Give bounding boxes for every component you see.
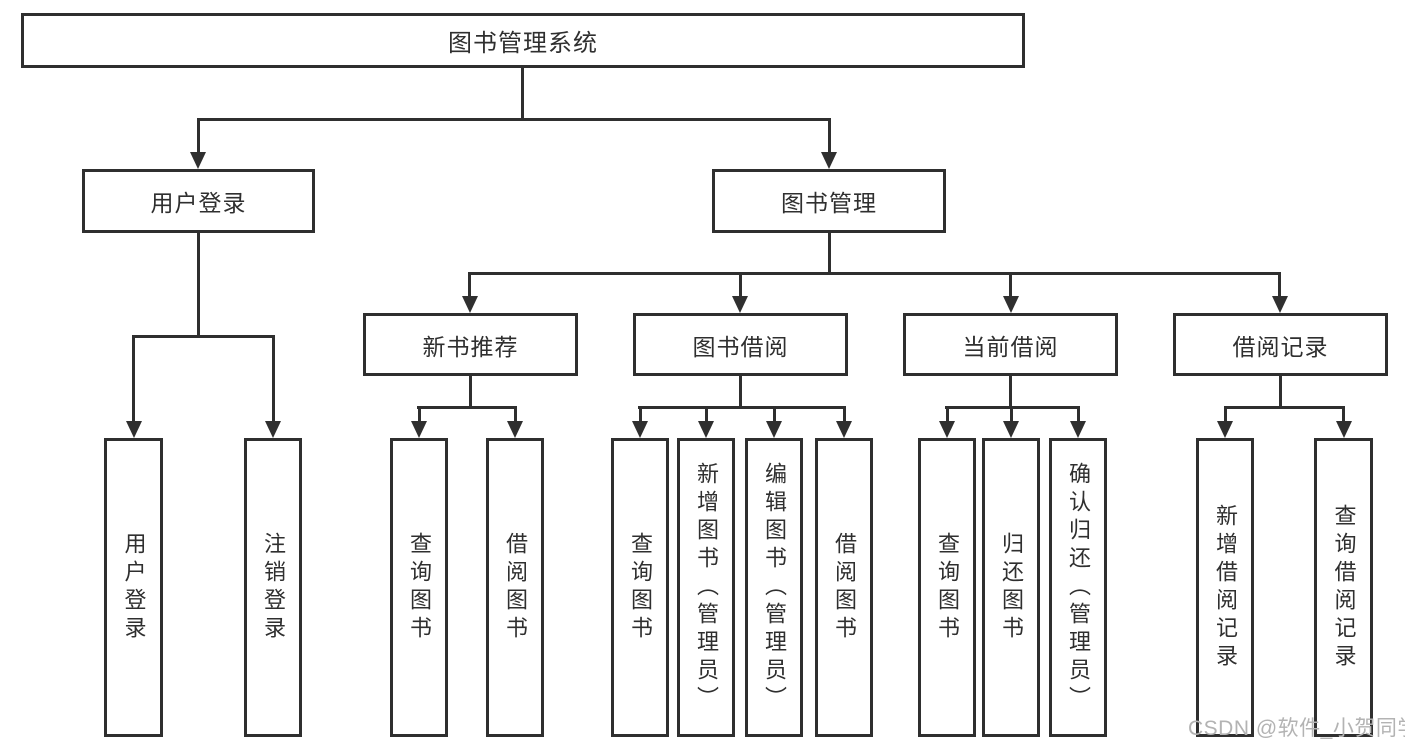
connector-root-branch	[197, 118, 831, 121]
arrowhead-br-query	[1336, 421, 1352, 438]
connector-drop-user-login	[197, 118, 200, 154]
leaf-current-query-books-label: 查询图书	[935, 531, 960, 644]
connector-new-book-branch	[417, 406, 517, 409]
leaf-borrow-edit-books-admin-label: 编辑图书（管理员）	[762, 461, 787, 714]
leaf-newrec-query-books: 查询图书	[390, 438, 448, 737]
connector-book-management-stem	[828, 233, 831, 275]
node-user-login-label: 用户登录	[150, 190, 247, 216]
arrowhead-bb-borrow	[836, 421, 852, 438]
arrowhead-cb-confirm	[1070, 421, 1086, 438]
leaf-borrow-add-books-admin-label: 新增图书（管理员）	[694, 461, 719, 714]
leaf-current-query-books: 查询图书	[918, 438, 976, 737]
connector-drop-bb-add	[705, 406, 708, 423]
connector-drop-current-borrow	[1009, 272, 1012, 298]
arrowhead-leaf-logout	[265, 421, 281, 438]
leaf-newrec-query-books-label: 查询图书	[407, 531, 432, 644]
node-borrowing-records: 借阅记录	[1173, 313, 1388, 376]
connector-drop-cb-query	[946, 406, 949, 423]
leaf-borrow-borrow-books-label: 借阅图书	[832, 531, 857, 644]
arrowhead-user-login	[190, 152, 206, 169]
leaf-newrec-borrow-books-label: 借阅图书	[503, 531, 528, 644]
connector-drop-cb-return	[1010, 406, 1013, 423]
leaf-borrow-query-books: 查询图书	[611, 438, 669, 737]
node-borrowing-records-label: 借阅记录	[1232, 333, 1329, 360]
arrowhead-current-borrow	[1003, 296, 1019, 313]
connector-drop-book-management	[828, 118, 831, 154]
node-current-borrowing: 当前借阅	[903, 313, 1118, 376]
connector-drop-bb-query	[639, 406, 642, 423]
leaf-borrow-query-books-label: 查询图书	[628, 531, 653, 644]
connector-new-book-stem	[469, 376, 472, 409]
leaf-borrow-edit-books-admin: 编辑图书（管理员）	[745, 438, 803, 737]
leaf-logout-label: 注销登录	[261, 531, 286, 644]
connector-drop-nb-borrow	[514, 406, 517, 423]
leaf-current-return-books-label: 归还图书	[999, 531, 1024, 644]
csdn-watermark: CSDN @软件_小贺同学	[1188, 717, 1405, 740]
connector-user-login-branch	[132, 335, 275, 338]
connector-drop-bb-borrow	[843, 406, 846, 423]
node-library-management-system: 图书管理系统	[21, 13, 1025, 68]
connector-current-borrowing-stem	[1009, 376, 1012, 409]
node-book-borrowing-label: 图书借阅	[692, 333, 789, 360]
connector-user-login-stem	[197, 233, 200, 337]
leaf-borrow-add-books-admin: 新增图书（管理员）	[677, 438, 735, 737]
arrowhead-book-borrow	[732, 296, 748, 313]
arrowhead-nb-query	[411, 421, 427, 438]
leaf-current-return-books: 归还图书	[982, 438, 1040, 737]
connector-drop-bb-edit	[773, 406, 776, 423]
leaf-newrec-borrow-books: 借阅图书	[486, 438, 544, 737]
arrowhead-cb-query	[939, 421, 955, 438]
connector-drop-br-query	[1342, 406, 1345, 423]
connector-drop-leaf-logout	[272, 335, 275, 421]
arrowhead-borrow-records	[1272, 296, 1288, 313]
arrowhead-leaf-login	[126, 421, 142, 438]
leaf-records-add-record: 新增借阅记录	[1196, 438, 1254, 737]
leaf-current-confirm-return-admin-label: 确认归还（管理员）	[1066, 461, 1091, 714]
arrowhead-bb-query	[632, 421, 648, 438]
node-book-management: 图书管理	[712, 169, 946, 233]
connector-drop-new-book	[468, 272, 471, 298]
connector-book-management-branch	[468, 272, 1281, 275]
leaf-logout: 注销登录	[244, 438, 302, 737]
connector-borrowing-records-branch	[1224, 406, 1345, 409]
leaf-user-login-label: 用户登录	[121, 531, 147, 644]
arrowhead-new-book	[462, 296, 478, 313]
arrowhead-book-management	[821, 152, 837, 169]
node-book-management-label: 图书管理	[781, 190, 877, 216]
leaf-current-confirm-return-admin: 确认归还（管理员）	[1049, 438, 1107, 737]
leaf-borrow-borrow-books: 借阅图书	[815, 438, 873, 737]
arrowhead-nb-borrow	[507, 421, 523, 438]
arrowhead-bb-edit	[766, 421, 782, 438]
arrowhead-bb-add	[698, 421, 714, 438]
connector-drop-cb-confirm	[1077, 406, 1080, 423]
node-new-book-recommend-label: 新书推荐	[422, 333, 519, 360]
leaf-records-query-record-label: 查询借阅记录	[1331, 503, 1357, 672]
arrowhead-br-add	[1217, 421, 1233, 438]
connector-borrowing-records-stem	[1279, 376, 1282, 409]
node-user-login: 用户登录	[82, 169, 315, 233]
node-current-borrowing-label: 当前借阅	[962, 333, 1059, 360]
connector-book-borrowing-stem	[739, 376, 742, 409]
leaf-user-login: 用户登录	[104, 438, 163, 737]
leaf-records-query-record: 查询借阅记录	[1314, 438, 1373, 737]
connector-drop-book-borrow	[739, 272, 742, 298]
connector-drop-leaf-login	[132, 335, 135, 421]
connector-root-stem	[521, 68, 524, 121]
leaf-records-add-record-label: 新增借阅记录	[1213, 503, 1238, 672]
arrowhead-cb-return	[1003, 421, 1019, 438]
connector-book-borrowing-branch	[638, 406, 846, 409]
node-book-borrowing: 图书借阅	[633, 313, 848, 376]
connector-drop-br-add	[1224, 406, 1227, 423]
connector-drop-nb-query	[418, 406, 421, 423]
node-library-management-system-label: 图书管理系统	[448, 30, 598, 57]
connector-drop-borrow-records	[1278, 272, 1281, 298]
node-new-book-recommend: 新书推荐	[363, 313, 578, 376]
